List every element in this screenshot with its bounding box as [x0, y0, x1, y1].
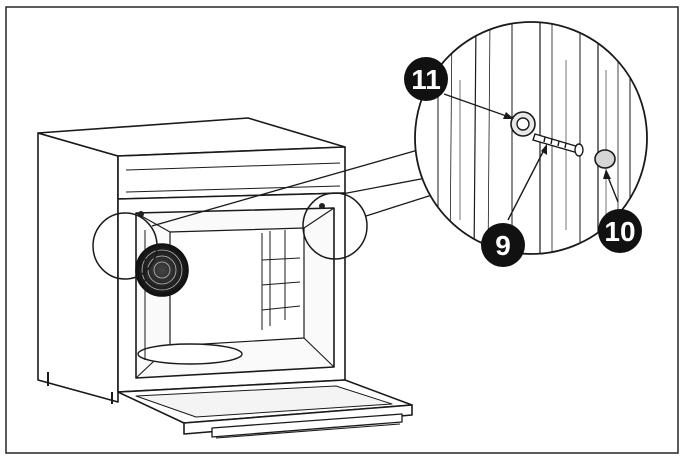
- cap-icon: [594, 149, 616, 169]
- cavity-floor-element: [137, 343, 243, 365]
- zoom-leader-lines: [151, 149, 433, 227]
- zoom-circle: [414, 21, 648, 255]
- screw-icon: [532, 133, 584, 157]
- callout-11-label: 11: [411, 64, 441, 95]
- detail-circle-left: [92, 212, 158, 280]
- callout-10: 10: [598, 209, 642, 253]
- detail-circle-right: [302, 192, 368, 260]
- oven: [37, 117, 413, 439]
- callout-10-label: 10: [604, 216, 635, 247]
- screw-right-icon: [319, 203, 325, 209]
- callout-9: 9: [481, 223, 525, 267]
- callout-9-label: 9: [495, 230, 511, 261]
- oven-side-panel: [37, 132, 119, 403]
- outer-border: [5, 6, 679, 454]
- door-handle: [211, 413, 403, 438]
- screw-left-icon: [138, 211, 144, 217]
- callout-11: 11: [404, 57, 448, 101]
- fan-icon: [135, 243, 189, 297]
